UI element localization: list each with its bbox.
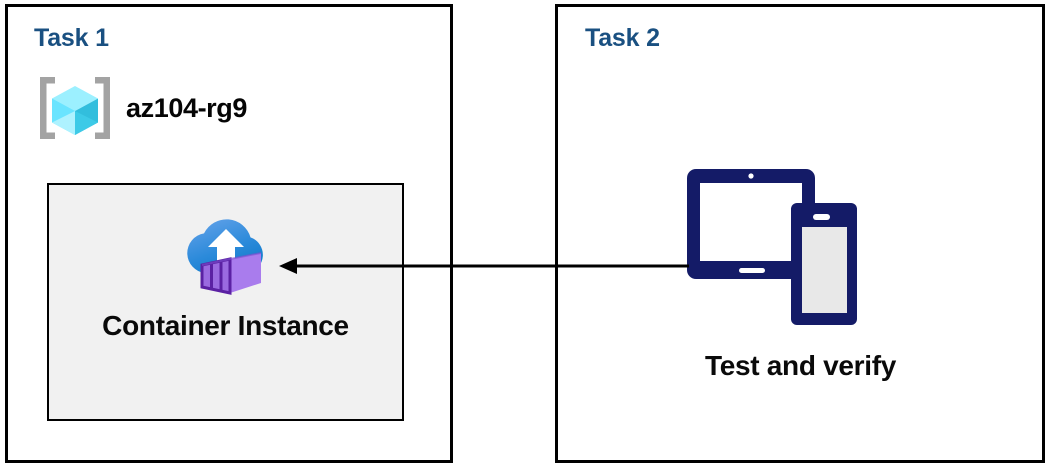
verify-label: Test and verify	[704, 350, 897, 381]
resource-group-cube-icon	[40, 77, 110, 139]
container-instance-cloud-icon	[186, 219, 263, 295]
task-1-panel: Task 1 az104-rg9	[5, 4, 453, 463]
resource-group-label: az104-rg9	[126, 92, 247, 123]
left-arrow-connector	[279, 258, 689, 274]
task-2-title: Task 2	[585, 24, 660, 52]
resource-group-row: az104-rg9	[38, 71, 247, 145]
container-instance-card: Container Instance	[47, 183, 404, 421]
task-1-title: Task 1	[34, 24, 109, 52]
devices-tablet-phone-icon	[687, 169, 857, 325]
container-instance-label: Container Instance	[102, 310, 349, 341]
